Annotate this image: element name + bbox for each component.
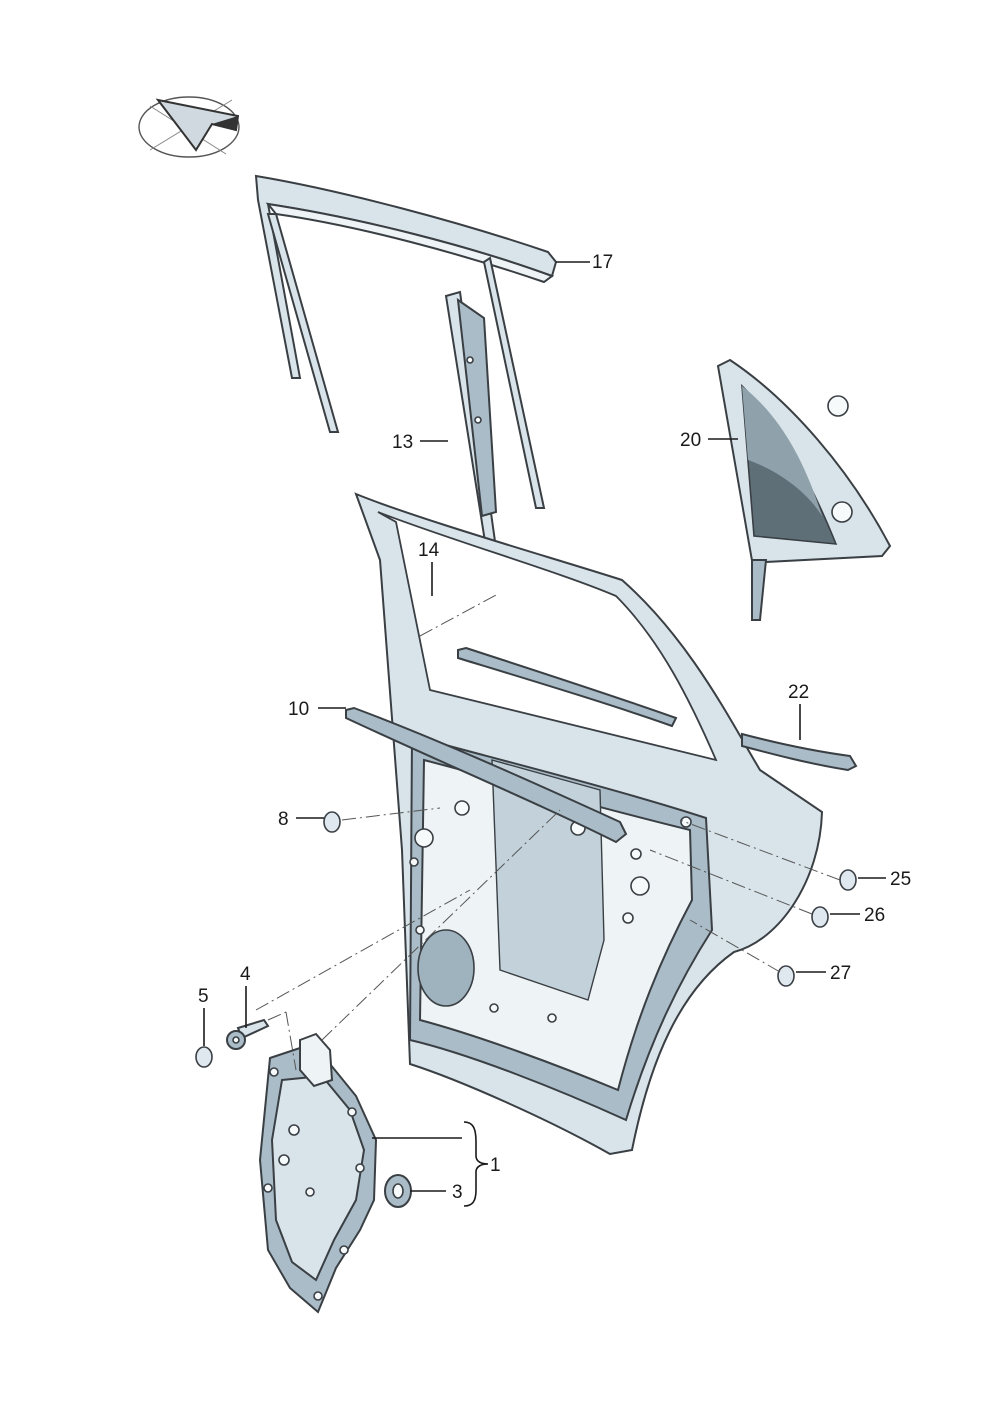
leader-lines: [203, 261, 886, 1207]
part-labels: 17 13 14 20 10 22 8 25 26 27 5 4 1 3: [198, 252, 911, 1203]
label-1: 1: [490, 1155, 501, 1176]
label-13: 13: [392, 432, 413, 453]
plug-27: [777, 965, 795, 987]
label-8: 8: [278, 809, 289, 830]
label-26: 26: [864, 905, 885, 926]
plug-26: [811, 906, 829, 928]
label-10: 10: [288, 699, 309, 720]
plug-8: [323, 811, 341, 833]
screw: [226, 1018, 270, 1050]
inner-sealing-strip: [457, 646, 678, 728]
grommet: [384, 1174, 412, 1208]
quarter-window-glass: [716, 358, 892, 621]
label-4: 4: [240, 964, 251, 985]
outer-sealing-strip: [345, 706, 628, 844]
label-22: 22: [788, 682, 809, 703]
assembly-lines: [255, 593, 841, 1071]
door-shell: [354, 492, 824, 1156]
plug-25: [839, 869, 857, 891]
plug-5: [195, 1046, 213, 1068]
direction-arrow-icon: [138, 96, 240, 158]
label-20: 20: [680, 430, 701, 451]
label-5: 5: [198, 986, 209, 1007]
rear-sealing-strip: [741, 732, 858, 772]
label-3: 3: [452, 1182, 463, 1203]
window-regulator: [258, 1032, 378, 1314]
label-25: 25: [890, 869, 911, 890]
label-14: 14: [418, 540, 440, 561]
window-channel-frame: [254, 174, 558, 509]
label-27: 27: [830, 963, 851, 984]
label-17: 17: [592, 252, 613, 273]
